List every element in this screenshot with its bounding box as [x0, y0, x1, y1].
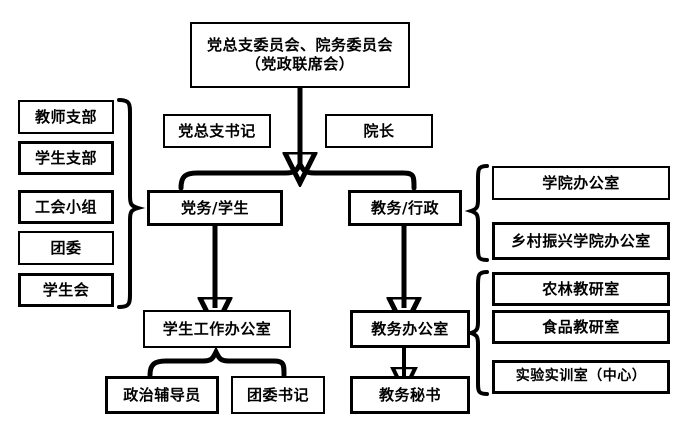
node-academic-affairs-office[interactable]: 教务办公室 [350, 310, 470, 348]
node-party-student-affairs[interactable]: 党务/学生 [147, 190, 283, 226]
node-top-committee[interactable]: 党总支委员会、院务委员会 （党政联席会） [190, 22, 410, 88]
left-group-item-teacher-branch[interactable]: 教师支部 [18, 100, 114, 134]
node-youth-league-secretary[interactable]: 团委书记 [231, 376, 325, 414]
right-upper-item-college-office[interactable]: 学院办公室 [492, 166, 670, 200]
right-upper-item-rural-revitalization-office[interactable]: 乡村振兴学院办公室 [492, 222, 670, 260]
left-group-item-student-branch[interactable]: 学生支部 [18, 141, 114, 175]
node-political-counselor[interactable]: 政治辅导员 [105, 376, 219, 414]
brace-right-group-upper [464, 164, 489, 262]
brace-student-office-children [147, 346, 287, 378]
node-academic-admin[interactable]: 教务/行政 [348, 190, 462, 226]
right-lower-item-lab-training-center[interactable]: 实验实训室（中心） [492, 360, 670, 394]
node-dean[interactable]: 院长 [325, 114, 433, 148]
left-group-item-student-union[interactable]: 学生会 [18, 273, 114, 307]
node-party-secretary[interactable]: 党总支书记 [163, 114, 271, 148]
brace-right-group-lower [464, 270, 489, 396]
left-group-item-union-group[interactable]: 工会小组 [18, 190, 114, 224]
node-academic-secretary[interactable]: 教务秘书 [350, 376, 470, 414]
brace-left-group [117, 98, 146, 309]
right-lower-item-food-section[interactable]: 食品教研室 [492, 310, 670, 344]
right-lower-item-agriculture-forestry-section[interactable]: 农林教研室 [492, 272, 670, 306]
brace-split-two-way [178, 158, 417, 191]
node-student-work-office[interactable]: 学生工作办公室 [143, 310, 291, 348]
left-group-item-youth-league[interactable]: 团委 [18, 231, 114, 265]
